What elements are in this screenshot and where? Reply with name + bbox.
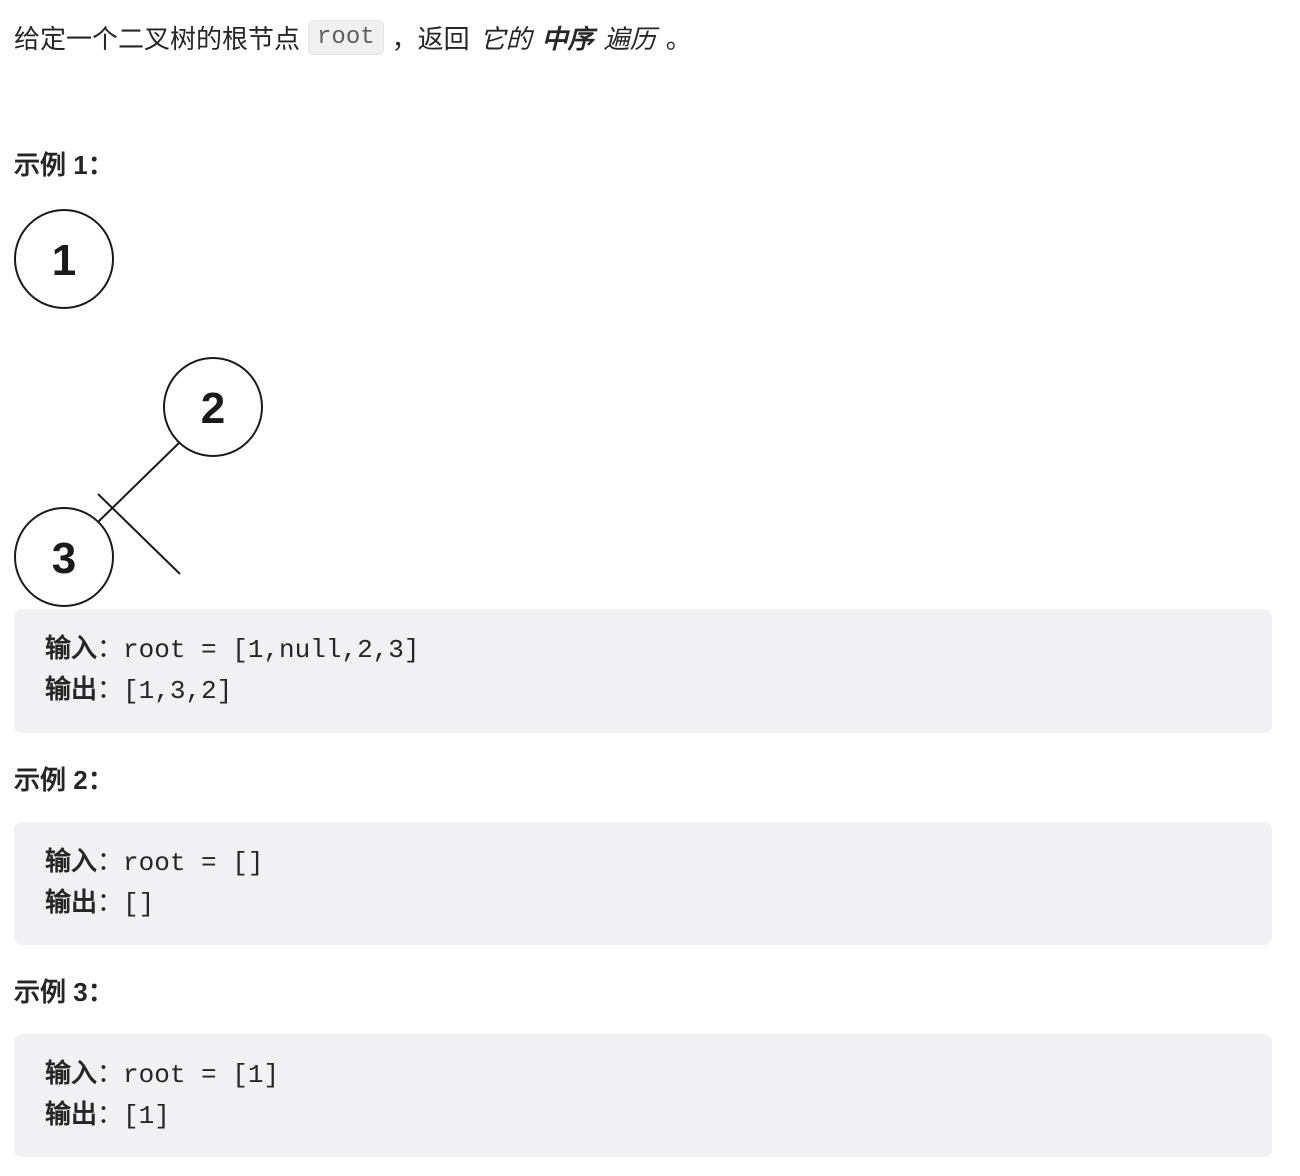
statement-text: 给定一个二叉树的根节点 <box>14 23 301 54</box>
label-separator: ： <box>97 1100 124 1130</box>
binary-tree-diagram: 1 2 3 <box>0 200 280 615</box>
output-value: [1,3,2] <box>123 676 233 706</box>
tree-edge-2-3 <box>97 441 181 523</box>
label-separator: ： <box>97 1059 124 1089</box>
tree-node-1: 1 <box>14 209 114 309</box>
example-heading-colon: ： <box>87 977 114 1007</box>
statement-its: 它的 <box>479 23 532 54</box>
example-3-heading: 示例 3： <box>14 972 114 1009</box>
input-label: 输入 <box>45 634 98 664</box>
label-separator: ： <box>97 634 124 664</box>
example-heading-colon: ： <box>87 150 114 180</box>
example-input-line: 输入：root = [1] <box>45 1058 279 1091</box>
inline-code-root: root <box>308 19 384 55</box>
example-heading-label: 示例 <box>14 765 67 795</box>
statement-period: 。 <box>665 23 692 54</box>
example-2-heading: 示例 2： <box>14 760 114 797</box>
example-input-line: 输入：root = [] <box>45 846 263 879</box>
tree-node-label: 3 <box>52 534 76 583</box>
tree-node-2: 2 <box>163 357 263 457</box>
input-label: 输入 <box>45 847 98 877</box>
example-3-code-block: 输入：root = [1] 输出：[1] <box>14 1034 1272 1157</box>
statement-comma: ， <box>391 23 418 54</box>
input-value: root = [1] <box>123 1060 280 1090</box>
example-1-code-block: 输入：root = [1,null,2,3] 输出：[1,3,2] <box>14 609 1272 733</box>
example-output-line: 输出：[] <box>45 887 154 920</box>
example-heading-colon: ： <box>87 765 114 795</box>
example-output-line: 输出：[1,3,2] <box>45 674 232 707</box>
input-value: root = [] <box>123 848 264 878</box>
tree-node-label: 1 <box>52 236 76 285</box>
example-heading-label: 示例 <box>14 150 67 180</box>
output-value: [1] <box>123 1101 170 1131</box>
statement-traversal: 遍历 <box>603 23 656 54</box>
output-value: [] <box>123 889 155 919</box>
output-label: 输出 <box>45 1100 98 1130</box>
example-output-line: 输出：[1] <box>45 1099 170 1132</box>
example-2-code-block: 输入：root = [] 输出：[] <box>14 822 1272 945</box>
tree-node-3: 3 <box>14 507 114 607</box>
output-label: 输出 <box>45 675 98 705</box>
output-label: 输出 <box>45 888 98 918</box>
input-value: root = [1,null,2,3] <box>123 635 420 665</box>
example-heading-number: 3 <box>73 977 88 1007</box>
example-input-line: 输入：root = [1,null,2,3] <box>45 633 419 666</box>
example-heading-number: 1 <box>73 150 88 180</box>
label-separator: ： <box>97 888 124 918</box>
input-label: 输入 <box>45 1059 98 1089</box>
statement-inorder: 中序 <box>541 23 594 54</box>
example-heading-number: 2 <box>73 765 88 795</box>
statement-return: 返回 <box>417 23 470 54</box>
label-separator: ： <box>97 675 124 705</box>
example-heading-label: 示例 <box>14 977 67 1007</box>
label-separator: ： <box>97 847 124 877</box>
problem-statement: 给定一个二叉树的根节点 root ， 返回 它的 中序 遍历 。 <box>14 14 692 60</box>
example-1-heading: 示例 1： <box>14 145 114 182</box>
tree-node-label: 2 <box>201 384 225 433</box>
